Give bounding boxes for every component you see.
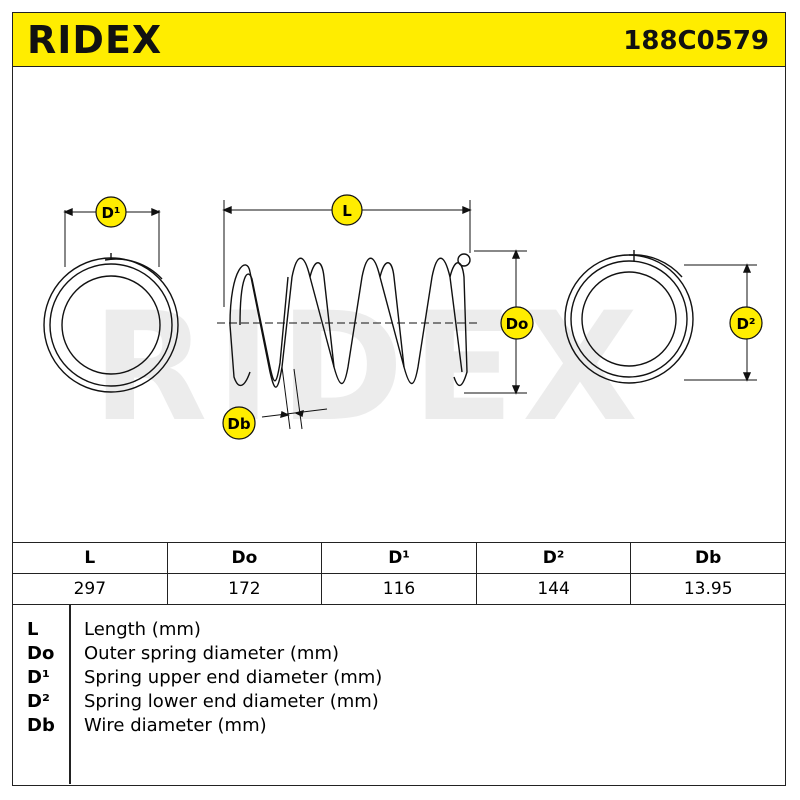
legend-row-d2: D² Spring lower end diameter (mm) xyxy=(13,690,787,714)
watermark-logo: RIDEX xyxy=(92,281,646,455)
spec-value-row: 297 172 116 144 13.95 xyxy=(12,573,786,605)
brand-logo: RIDEX xyxy=(27,18,163,62)
legend-desc: Length (mm) xyxy=(84,619,201,640)
legend-row-l: L Length (mm) xyxy=(13,618,787,642)
label-d2-badge: D² xyxy=(729,306,763,340)
label-d1-badge: D¹ xyxy=(95,196,127,228)
legend-row-db: Db Wire diameter (mm) xyxy=(13,714,787,738)
legend-desc: Outer spring diameter (mm) xyxy=(84,643,340,664)
header-d1: D¹ xyxy=(321,542,477,574)
value-d2: 144 xyxy=(475,573,632,605)
label-do-badge: Do xyxy=(500,306,534,340)
label-d2-text: D² xyxy=(736,315,755,333)
legend-panel: L Length (mm) Do Outer spring diameter (… xyxy=(12,604,786,786)
spec-header-row: L Do D¹ D² Db xyxy=(12,542,786,574)
legend-key: L xyxy=(27,619,39,640)
value-do: 172 xyxy=(166,573,323,605)
legend-key: Do xyxy=(27,643,55,664)
legend-desc: Spring upper end diameter (mm) xyxy=(84,667,383,688)
legend-key: D² xyxy=(27,691,50,712)
header-l: L xyxy=(12,542,168,574)
spec-table: L Do D¹ D² Db 297 172 116 144 13.95 xyxy=(12,542,786,605)
value-db: 13.95 xyxy=(630,573,786,605)
label-db-text: Db xyxy=(227,415,250,433)
legend-key: D¹ xyxy=(27,667,50,688)
header-do: Do xyxy=(166,542,323,574)
technical-drawing: RIDEX xyxy=(12,67,786,543)
legend-row-do: Do Outer spring diameter (mm) xyxy=(13,642,787,666)
legend-key: Db xyxy=(27,715,55,736)
legend-desc: Spring lower end diameter (mm) xyxy=(84,691,379,712)
lower-end-view xyxy=(564,250,757,384)
label-l-badge: L xyxy=(331,194,363,226)
header-bar: RIDEX 188C0579 xyxy=(12,12,786,67)
label-do-text: Do xyxy=(506,315,529,333)
label-db-badge: Db xyxy=(222,406,256,440)
legend-divider xyxy=(69,604,71,784)
spring-drawing: D¹ L Do D² Db xyxy=(43,194,763,440)
value-d1: 116 xyxy=(321,573,477,605)
header-d2: D² xyxy=(475,542,632,574)
label-l-text: L xyxy=(342,202,352,220)
part-number: 188C0579 xyxy=(623,26,769,56)
upper-end-view xyxy=(43,207,179,393)
legend-desc: Wire diameter (mm) xyxy=(84,715,267,736)
value-l: 297 xyxy=(12,573,168,605)
legend-row-d1: D¹ Spring upper end diameter (mm) xyxy=(13,666,787,690)
header-db: Db xyxy=(630,542,786,574)
label-d1-text: D¹ xyxy=(101,204,120,222)
spring-side-view xyxy=(217,200,527,430)
